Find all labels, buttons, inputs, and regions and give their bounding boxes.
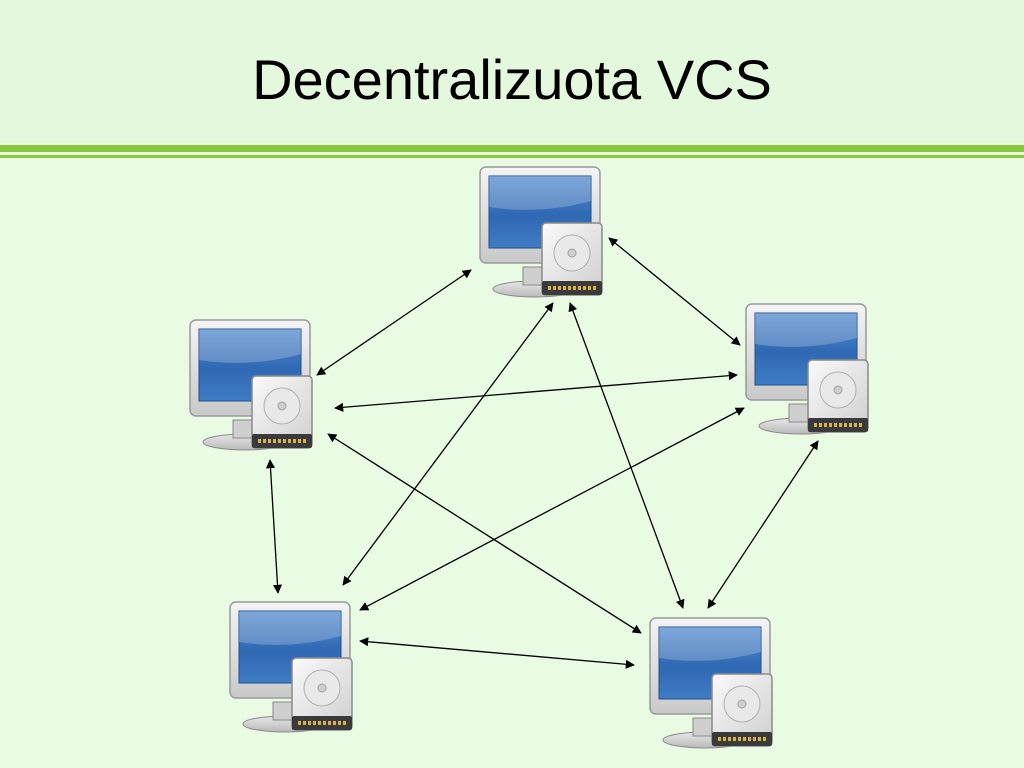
accent-rule-bottom [0, 155, 1024, 158]
connection-top-left [316, 269, 472, 376]
connection-top-bottom-right [568, 302, 685, 609]
computer-with-hard-drive-icon [229, 601, 353, 733]
connection-right-bottom-left [359, 407, 745, 611]
computer-with-hard-drive-icon [189, 319, 313, 451]
accent-rule-top [0, 145, 1024, 152]
connection-left-right [334, 371, 738, 412]
connection-left-bottom-left [265, 459, 283, 594]
node-bottom-left [229, 601, 353, 733]
computer-with-hard-drive-icon [479, 166, 603, 298]
title-band [0, 0, 1024, 143]
node-bottom-right [649, 617, 773, 749]
node-right [745, 303, 869, 435]
connections [265, 237, 819, 669]
computer-with-hard-drive-icon [649, 617, 773, 749]
connection-right-bottom-right [707, 440, 819, 609]
connection-bottom-left-bottom-right [359, 637, 635, 669]
node-top [479, 166, 603, 298]
slide-title: Decentralizuota VCS [252, 48, 772, 111]
computer-with-hard-drive-icon [745, 303, 869, 435]
connection-top-bottom-left [342, 302, 554, 586]
node-left [189, 319, 313, 451]
connection-left-bottom-right [327, 433, 642, 634]
connection-top-right [608, 237, 741, 346]
